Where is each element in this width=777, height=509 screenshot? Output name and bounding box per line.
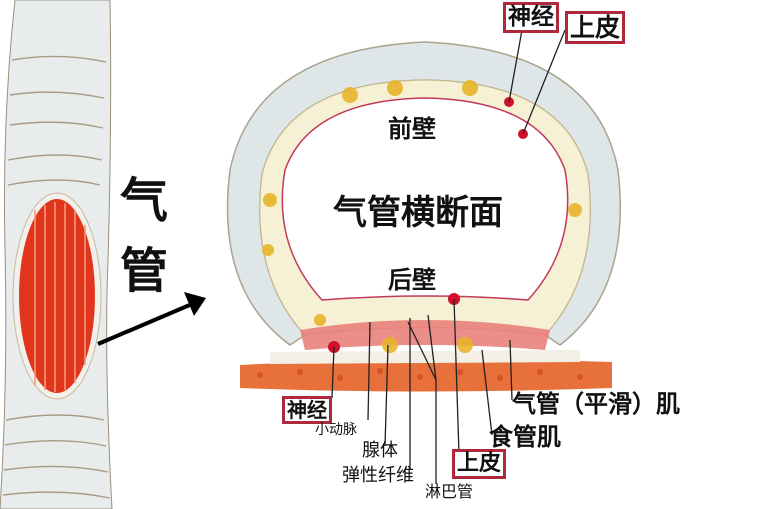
gland-label: 腺体 <box>362 440 398 461</box>
trachea-exterior-illustration <box>0 0 113 509</box>
lymphatic-label: 淋巴管 <box>425 482 474 501</box>
cross-section-title: 气管横断面 <box>333 193 503 233</box>
epithelium-label-bottom: 上皮 <box>452 449 507 479</box>
nerve-label-bottom: 神经 <box>282 396 332 424</box>
esophageal-muscle-label: 食管肌 <box>489 423 561 451</box>
tracheal-smooth-muscle-label: 气管（平滑）肌 <box>512 390 680 418</box>
nerve-label-top: 神经 <box>503 2 559 33</box>
elastic-fiber-label: 弹性纤维 <box>342 465 414 486</box>
trachea-label-char-1: 气 <box>120 173 169 229</box>
trachea-label-char-2: 管 <box>120 243 169 299</box>
anterior-wall-label: 前壁 <box>388 115 436 143</box>
pointer-arrow <box>97 302 193 346</box>
arteriole-label: 小动脉 <box>315 422 357 438</box>
epithelium-label-top: 上皮 <box>565 11 626 44</box>
posterior-wall-label: 后壁 <box>388 266 436 294</box>
